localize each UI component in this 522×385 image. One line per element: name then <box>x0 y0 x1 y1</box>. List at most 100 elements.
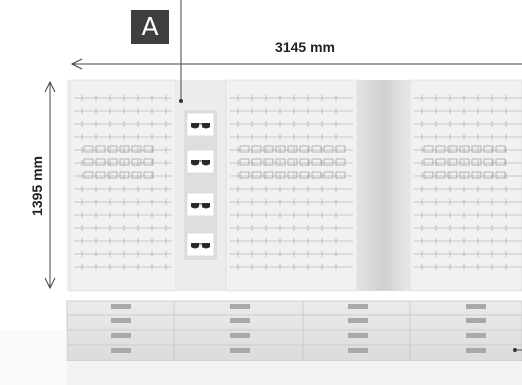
eyewear-frame <box>107 171 118 179</box>
eyewear-frame <box>131 158 142 166</box>
eyewear-frame <box>335 158 346 166</box>
sunglasses-icon <box>191 123 210 129</box>
wall-panel-left <box>69 79 177 292</box>
eyewear-frame <box>83 158 94 166</box>
drawer-handle <box>466 333 486 338</box>
drawer-counter <box>66 300 522 362</box>
drawer-handle <box>230 333 250 338</box>
eyewear-frame <box>131 145 142 153</box>
drawer-handle <box>466 304 486 309</box>
drawer-handle <box>230 348 250 353</box>
eyewear-frame <box>495 145 506 153</box>
counter-plinth <box>67 361 522 385</box>
drawer-handle <box>348 304 368 309</box>
eyewear-frame <box>471 158 482 166</box>
eyewear-frame <box>435 171 446 179</box>
eyewear-frame <box>323 171 334 179</box>
eyewear-frame <box>435 158 446 166</box>
drawer-handle <box>111 318 131 323</box>
eyewear-frame <box>447 145 458 153</box>
eyewear-frame <box>143 171 154 179</box>
eyewear-frame <box>495 158 506 166</box>
eyewear-frame <box>435 145 446 153</box>
drawer-handle <box>348 333 368 338</box>
drawer-handle <box>230 304 250 309</box>
eyewear-frame <box>323 158 334 166</box>
eyewear-frame <box>483 171 494 179</box>
callout-a-dot <box>179 99 183 103</box>
eyewear-frame <box>495 171 506 179</box>
height-arrowhead-top <box>44 80 56 93</box>
wall-panel-middle <box>225 79 358 292</box>
eyewear-frame <box>95 171 106 179</box>
sunglasses-icon <box>191 243 210 249</box>
sunglasses-icon <box>191 160 210 166</box>
height-dimension-label: 1395 mm <box>29 156 45 216</box>
eyewear-frame <box>483 145 494 153</box>
eyewear-frame <box>299 145 310 153</box>
eyewear-frame <box>287 158 298 166</box>
eyewear-frame <box>143 158 154 166</box>
eyewear-frame <box>287 171 298 179</box>
eyewear-frame <box>447 171 458 179</box>
eyewear-frame <box>311 171 322 179</box>
eyewear-frame <box>119 158 130 166</box>
eyewear-frame <box>251 171 262 179</box>
eyewear-frame <box>275 171 286 179</box>
wall-panel-right <box>409 79 522 292</box>
eyewear-frame <box>239 158 250 166</box>
eyewear-frame <box>311 145 322 153</box>
eyewear-frame <box>423 145 434 153</box>
eyewear-frame <box>107 145 118 153</box>
eyewear-frame <box>471 145 482 153</box>
eyewear-frame <box>263 171 274 179</box>
eyewear-frame <box>107 158 118 166</box>
eyewear-frame <box>483 158 494 166</box>
eyewear-frame <box>447 158 458 166</box>
drawer-handle <box>348 348 368 353</box>
eyewear-frame <box>299 158 310 166</box>
eyewear-frame <box>335 171 346 179</box>
eyewear-frame <box>263 158 274 166</box>
eyewear-frame <box>95 145 106 153</box>
eyewear-frame <box>459 158 470 166</box>
eyewear-frame <box>239 171 250 179</box>
eyewear-frame <box>275 158 286 166</box>
eyewear-frame <box>287 145 298 153</box>
eyewear-frame <box>423 171 434 179</box>
eyewear-frame <box>251 158 262 166</box>
wall-pillar <box>357 80 410 291</box>
drawer-grid <box>67 301 522 361</box>
drawer-handle <box>466 318 486 323</box>
drawer-handle <box>466 348 486 353</box>
eyewear-frame <box>459 145 470 153</box>
eyewear-frame <box>335 145 346 153</box>
width-dimension-label: 3145 mm <box>275 39 335 55</box>
drawer-handle <box>111 304 131 309</box>
eyewear-frame <box>299 171 310 179</box>
eyewear-frame <box>119 145 130 153</box>
eyewear-frame <box>275 145 286 153</box>
drawer-handle <box>230 318 250 323</box>
eyewear-frame <box>83 145 94 153</box>
eyewear-frame <box>423 158 434 166</box>
callout-a-label: A <box>131 10 169 44</box>
height-arrowhead-bottom <box>44 277 56 290</box>
eyewear-frame <box>471 171 482 179</box>
eyewear-frame <box>95 158 106 166</box>
eyewear-frame <box>239 145 250 153</box>
eyewear-frame <box>459 171 470 179</box>
width-arrowhead <box>70 58 83 70</box>
eyewear-frame <box>119 171 130 179</box>
drawer-handle <box>111 348 131 353</box>
glasses-boxes <box>186 112 215 257</box>
sunglasses-icon <box>191 203 210 209</box>
eyewear-frame <box>251 145 262 153</box>
drawer-handle <box>111 333 131 338</box>
eyewear-frame <box>143 145 154 153</box>
shelf-rails <box>74 95 522 270</box>
counter-fade <box>0 330 67 385</box>
drawer-handle <box>348 318 368 323</box>
eyewear-frame <box>323 145 334 153</box>
